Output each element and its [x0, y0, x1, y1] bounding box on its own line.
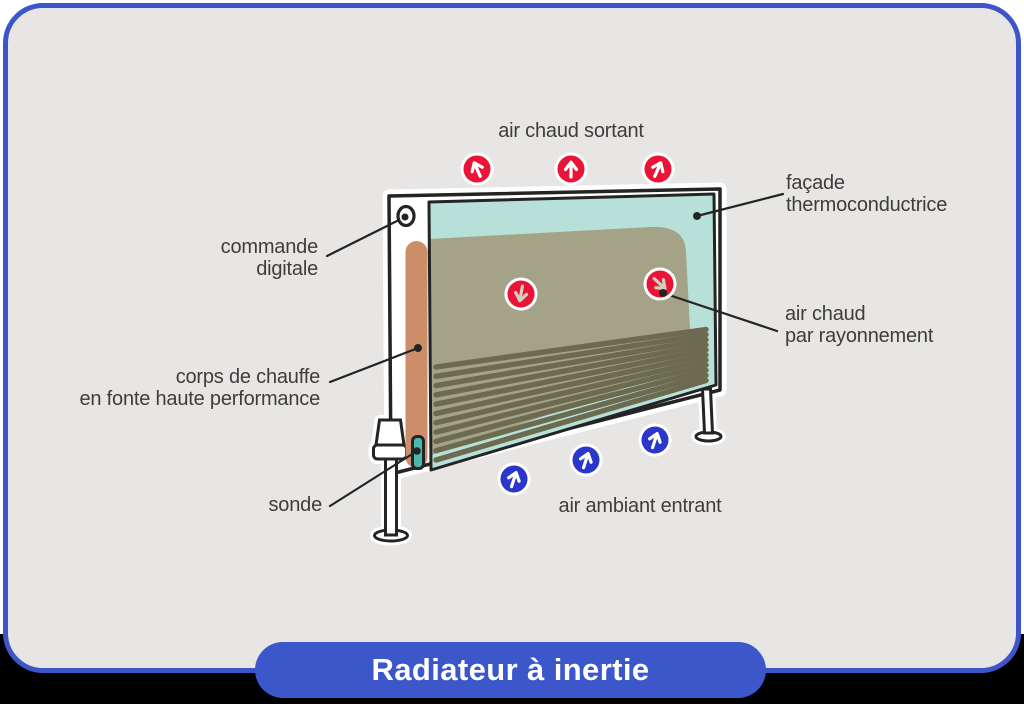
title-pill: Radiateur à inertie — [255, 642, 766, 698]
up-arrow-icon — [563, 160, 579, 179]
label-rayonnement-line2: par rayonnement — [785, 325, 934, 347]
label-rayonnement-line1: air chaud — [785, 303, 866, 325]
label-corps-line2: en fonte haute performance — [79, 388, 320, 410]
up-arrow-icon — [470, 161, 484, 178]
leader-lines — [325, 192, 785, 508]
label-facade-line1: façade — [786, 172, 845, 194]
label-air-ambiant-entrant: air ambiant entrant — [558, 495, 722, 517]
digital-control — [396, 204, 416, 228]
heating-fins — [433, 326, 709, 463]
label-commande: commande digitale — [220, 236, 319, 280]
leg-cap-lip — [372, 443, 408, 461]
hot-air-out-arrow-1 — [460, 152, 494, 186]
down-arrow-icon — [514, 284, 529, 303]
label-corps: corps de chauffe en fonte haute performa… — [79, 366, 320, 410]
right-leg — [694, 387, 723, 443]
diagram-title: Radiateur à inertie — [371, 652, 650, 687]
label-rayonnement: air chaud par rayonnement — [785, 303, 933, 347]
leader-dots — [413, 212, 701, 455]
leg-cap — [374, 418, 406, 447]
label-corps-line1: corps de chauffe — [175, 366, 321, 388]
up-arrow-icon — [651, 161, 665, 178]
leader-commande — [325, 215, 407, 258]
radiant-heat-arrow-1 — [504, 277, 538, 311]
radiant-heat-arrow-2 — [643, 267, 677, 301]
leader-corps — [328, 346, 420, 384]
label-commande-line2: digitale — [256, 258, 318, 280]
up-arrow-icon — [579, 451, 593, 470]
ambient-air-arrow-2 — [569, 443, 603, 477]
hot-air-out-arrow-2 — [554, 152, 588, 186]
ambient-air-arrow-3 — [638, 423, 672, 457]
label-commande-line1: commande — [220, 236, 319, 258]
hot-air-out-arrow-3 — [641, 152, 675, 186]
leader-facade — [695, 192, 785, 218]
leader-sonde — [328, 449, 419, 508]
leader-rayonnement — [661, 291, 779, 333]
label-sonde: sonde — [268, 494, 323, 516]
label-air-chaud-sortant: air chaud sortant — [498, 120, 644, 142]
up-arrow-icon — [507, 470, 521, 489]
up-arrow-icon — [648, 431, 662, 450]
label-facade: façade thermoconductrice — [786, 172, 947, 216]
down-right-arrow-icon — [652, 276, 667, 291]
label-facade-line2: thermoconductrice — [786, 194, 948, 216]
ambient-air-arrow-1 — [497, 462, 531, 496]
cast-iron-core-side — [405, 241, 428, 468]
glass-facade-outline — [427, 192, 718, 472]
